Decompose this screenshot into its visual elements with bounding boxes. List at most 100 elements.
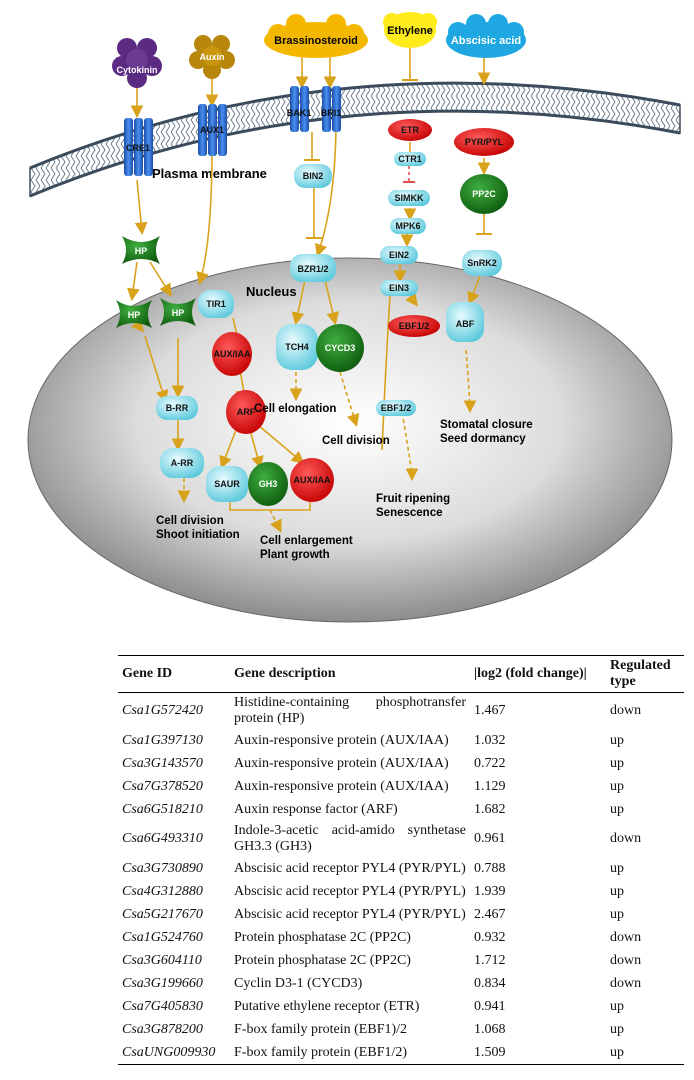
gene-id-cell: Csa3G199660 <box>122 975 203 991</box>
ein3-protein: EIN3 <box>380 280 418 296</box>
snrk2-protein: SnRK2 <box>462 250 502 276</box>
fold-change-cell: 1.068 <box>474 1021 506 1037</box>
aux1-label: AUX1 <box>200 125 224 135</box>
fold-change-cell: 0.834 <box>474 975 506 991</box>
outcome-cell-enlargement: Cell enlargement <box>260 535 353 547</box>
regulated-type-cell: down <box>610 952 642 968</box>
regulated-type-cell: up <box>610 860 624 876</box>
hp-top-label: HP <box>135 246 148 256</box>
gene-description-cell: Protein phosphatase 2C (PP2C) <box>234 952 411 968</box>
gene-description-cell: Auxin-responsive protein (AUX/IAA) <box>234 778 449 794</box>
outcome-fruit-ripening: Fruit ripening <box>376 493 450 505</box>
tir1-label: TIR1 <box>206 299 226 309</box>
regulated-type-cell: up <box>610 906 624 922</box>
regulated-type-cell: up <box>610 778 624 794</box>
table-row: Csa1G524760 Protein phosphatase 2C (PP2C)… <box>118 926 684 949</box>
gene-description-cell: Abscisic acid receptor PYL4 (PYR/PYL) <box>234 883 466 899</box>
ein3-label: EIN3 <box>389 283 409 293</box>
gene-description-cell: Auxin response factor (ARF) <box>234 801 398 817</box>
cre1-receptor: CRE1 <box>124 118 153 176</box>
header-regulated-type: Regulated type <box>606 655 684 693</box>
tch4-label: TCH4 <box>285 342 309 352</box>
gene-id-cell: Csa3G878200 <box>122 1021 203 1037</box>
ebf-cyan-label: EBF1/2 <box>381 403 412 413</box>
bzr-protein: BZR1/2 <box>290 254 336 282</box>
table-row: Csa3G604110 Protein phosphatase 2C (PP2C)… <box>118 949 684 972</box>
gene-id-cell: Csa3G730890 <box>122 860 203 876</box>
arf-label: ARF <box>237 407 256 417</box>
gene-id-cell: Csa7G378520 <box>122 778 203 794</box>
gene-description-cell: Auxin-responsive protein (AUX/IAA) <box>234 755 449 771</box>
cytokinin-hormone: Cytokinin <box>112 38 162 88</box>
bin2-label: BIN2 <box>303 171 324 181</box>
pathway-arrows <box>126 48 492 533</box>
regulated-type-cell: up <box>610 732 624 748</box>
fold-change-cell: 0.941 <box>474 998 506 1014</box>
etr-receptor: ETR <box>388 119 432 141</box>
fold-change-cell: 0.788 <box>474 860 506 876</box>
gene-id-cell: Csa7G405830 <box>122 998 203 1014</box>
gene-id-cell: Csa1G572420 <box>122 703 203 718</box>
table-row: Csa3G143570 Auxin-responsive protein (AUX… <box>118 752 684 775</box>
bzr-label: BZR1/2 <box>297 264 328 274</box>
gene-description-cell: Protein phosphatase 2C (PP2C) <box>234 929 411 945</box>
table-row: Csa1G397130 Auxin-responsive protein (AUX… <box>118 729 684 752</box>
regulated-type-cell: down <box>610 703 642 718</box>
simkk-protein: SIMKK <box>388 190 430 206</box>
outcome-cell-elongation: Cell elongation <box>254 403 336 415</box>
abscisic-acid-label: Abscisic acid <box>451 35 521 47</box>
header-log2-fold-change: |log2 (fold change)| <box>470 655 606 693</box>
regulated-type-cell: up <box>610 1021 624 1037</box>
abf-protein: ABF <box>446 302 484 342</box>
gene-id-cell: Csa3G143570 <box>122 755 203 771</box>
brassinosteroid-label: Brassinosteroid <box>274 35 358 47</box>
gene-description-cell: Auxin-responsive protein (AUX/IAA) <box>234 732 449 748</box>
brassinosteroid-hormone: Brassinosteroid <box>264 14 368 58</box>
fold-change-cell: 0.722 <box>474 755 506 771</box>
fold-change-cell: 0.932 <box>474 929 506 945</box>
mpk6-protein: MPK6 <box>390 218 426 234</box>
abscisic-acid-hormone: Abscisic acid <box>446 14 526 58</box>
gene-id-cell: Csa1G524760 <box>122 929 203 945</box>
bak1-receptor: BAK1 <box>287 86 311 132</box>
fold-change-cell: 1.467 <box>474 703 506 718</box>
cycd3-label: CYCD3 <box>325 343 356 353</box>
outcome-cell-division-2: Cell division <box>322 435 390 447</box>
b-rr-label: B-RR <box>166 403 189 413</box>
saur-label: SAUR <box>214 479 240 489</box>
regulated-type-cell: up <box>606 1041 684 1065</box>
gene-expression-table: Gene ID Gene description |log2 (fold cha… <box>118 655 684 1065</box>
gene-id-cell: Csa5G217670 <box>122 906 203 922</box>
gene-description-cell: Abscisic acid receptor PYL4 (PYR/PYL) <box>234 860 466 876</box>
b-rr-protein: B-RR <box>156 396 198 420</box>
nucleus <box>27 257 673 623</box>
cre1-label: CRE1 <box>126 143 150 153</box>
abf-label: ABF <box>456 319 475 329</box>
mpk6-label: MPK6 <box>395 221 420 231</box>
gene-description-cell: F-box family protein (EBF1)/2 <box>234 1021 408 1037</box>
header-gene-id: Gene ID <box>118 655 230 693</box>
hormone-signaling-diagram: Plasma membrane Nucleus <box>27 12 681 623</box>
gene-id-cell: Csa3G604110 <box>122 952 202 968</box>
ctr1-protein: CTR1 <box>394 152 426 166</box>
snrk2-label: SnRK2 <box>467 258 497 268</box>
regulated-type-cell: up <box>610 883 624 899</box>
ebf-red-label: EBF1/2 <box>399 321 430 331</box>
outcome-shoot-initiation: Shoot initiation <box>156 529 240 541</box>
simkk-label: SIMKK <box>395 193 425 203</box>
tir1-protein: TIR1 <box>198 290 234 318</box>
ethylene-label: Ethylene <box>387 25 433 37</box>
auxin-hormone: Auxin <box>189 35 235 79</box>
hp-right-label: HP <box>172 308 185 318</box>
gene-id-cell: Csa4G312880 <box>122 883 203 899</box>
gene-id-cell: Csa1G397130 <box>122 732 203 748</box>
gene-description-cell: Cyclin D3-1 (CYCD3) <box>234 975 363 991</box>
table-header-row: Gene ID Gene description |log2 (fold cha… <box>118 655 684 693</box>
gh3-protein: GH3 <box>248 462 288 506</box>
plasma-membrane-label: Plasma membrane <box>152 166 267 181</box>
